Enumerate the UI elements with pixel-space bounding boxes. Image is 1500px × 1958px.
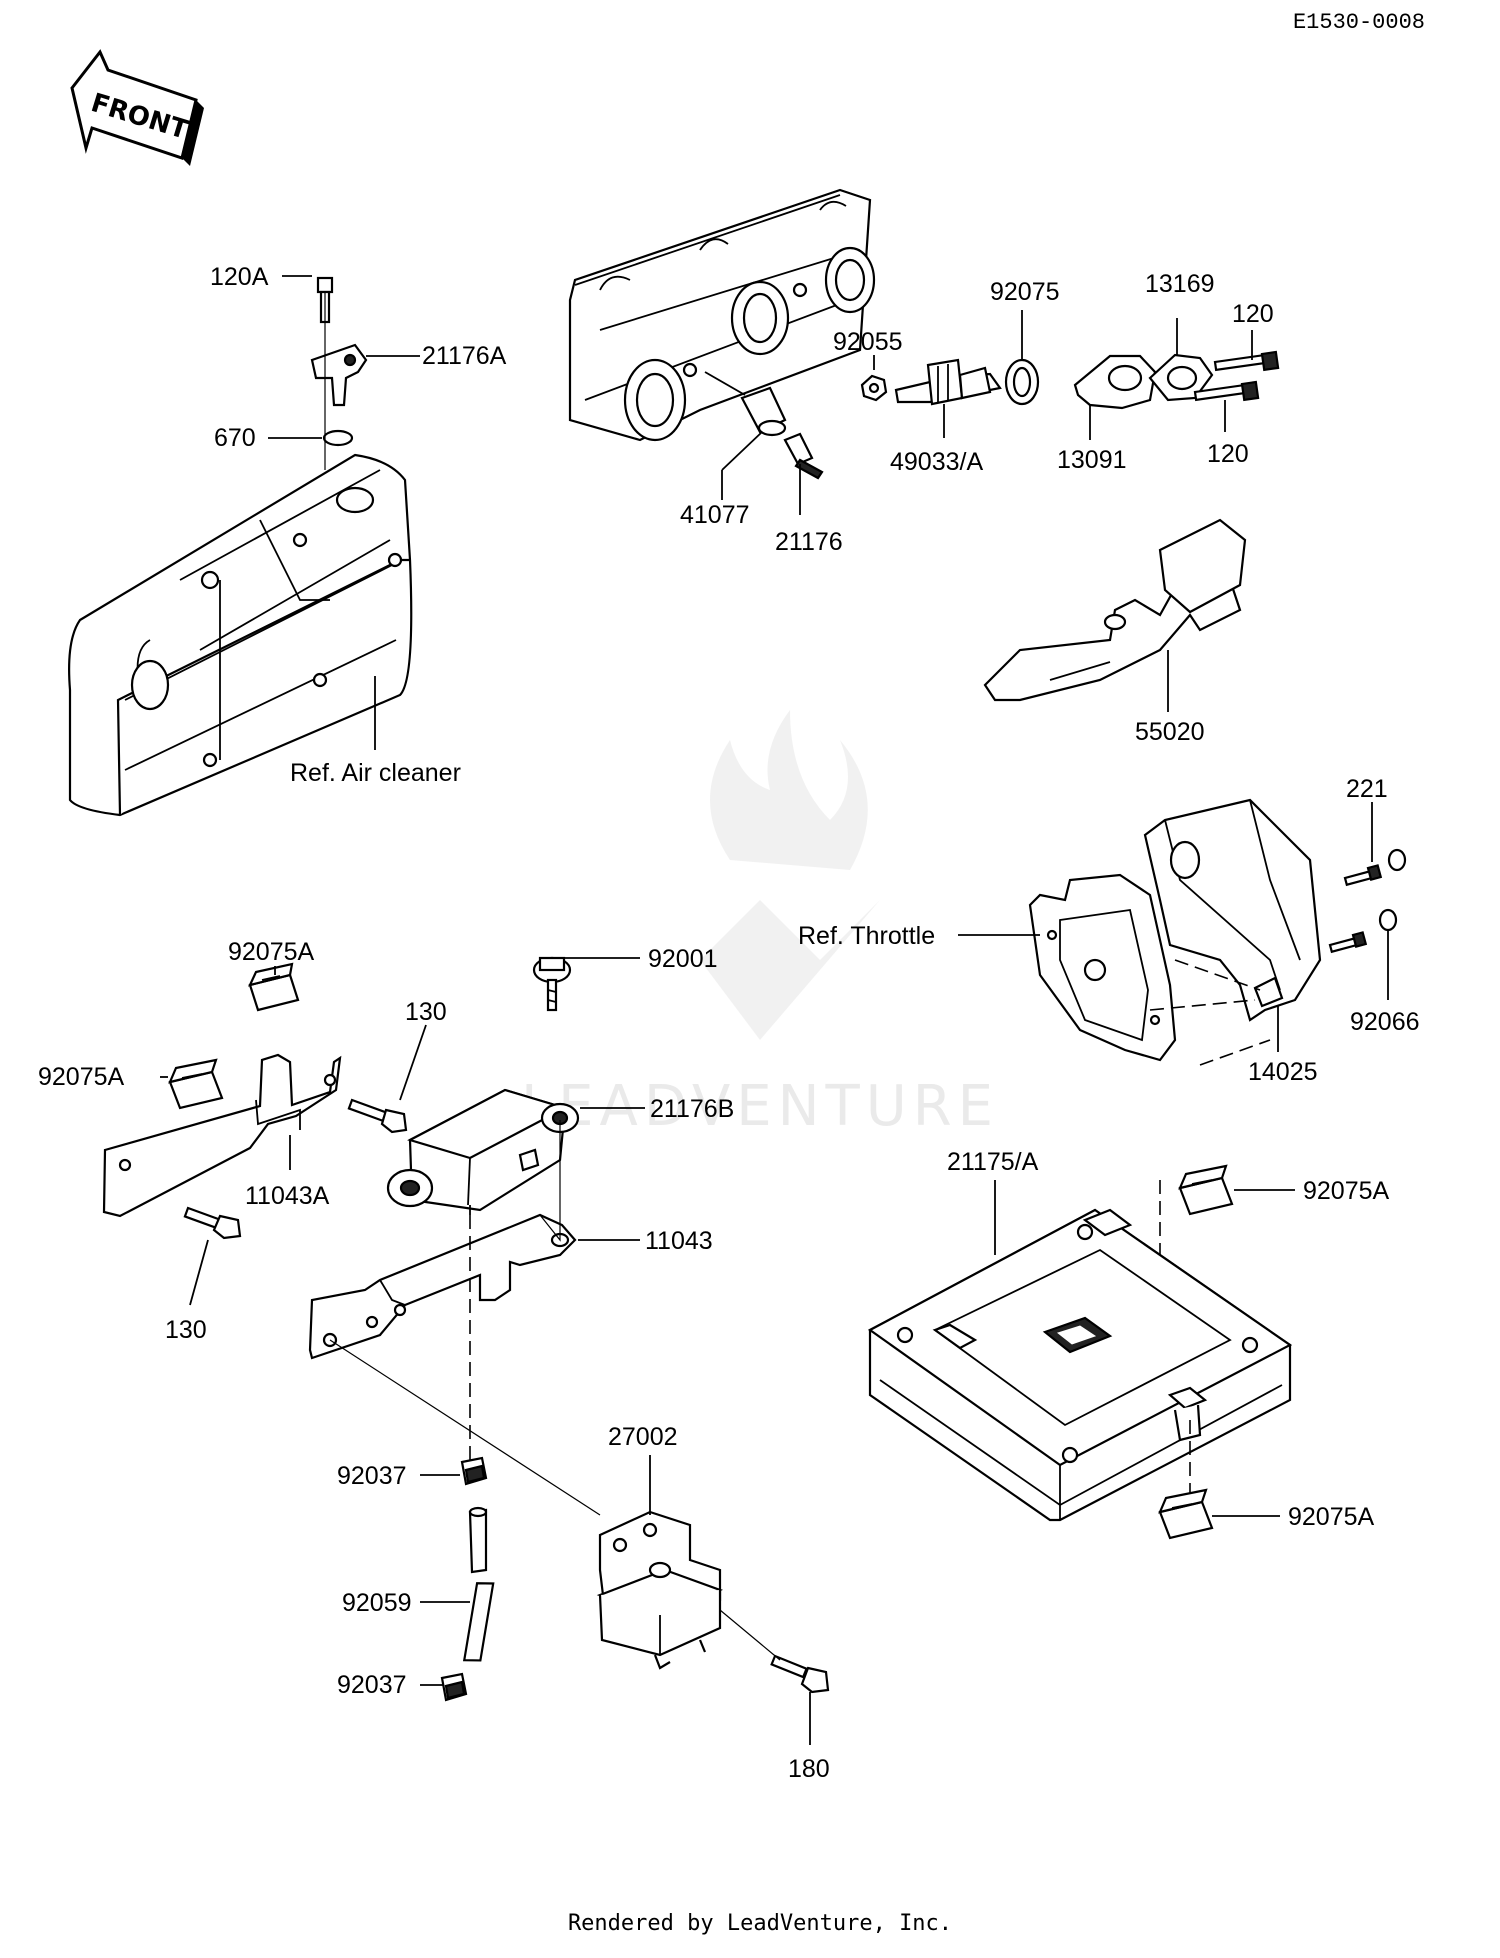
label-21175A: 21175/A — [947, 1148, 1039, 1176]
diagram-code: E1530-0008 — [1293, 10, 1425, 35]
bolt-180 — [770, 1654, 830, 1694]
label-13091: 13091 — [1057, 446, 1127, 474]
label-92075: 92075 — [990, 278, 1060, 306]
footer-credit: Rendered by LeadVenture, Inc. — [568, 1911, 952, 1936]
throttle-cover-assembly — [1028, 798, 1407, 1066]
injector-49033A — [894, 358, 1002, 406]
label-92037-top: 92037 — [337, 1462, 407, 1490]
bolt-120-upper — [1213, 350, 1280, 372]
sensor-module-21176B — [386, 1088, 580, 1215]
hose-92059 — [462, 1506, 495, 1662]
label-92037-bottom: 92037 — [337, 1671, 407, 1699]
label-11043A: 11043A — [245, 1182, 330, 1210]
label-120-bottom: 120 — [1207, 440, 1249, 468]
bolt-130-bottom — [183, 1206, 242, 1240]
label-92059: 92059 — [342, 1589, 412, 1617]
label-41077: 41077 — [680, 501, 750, 529]
label-ref-air-cleaner: Ref. Air cleaner — [290, 759, 461, 787]
holder-13091 — [1073, 354, 1157, 440]
connector-92075A-top — [248, 962, 300, 1012]
label-92075A-top: 92075A — [228, 938, 315, 966]
watermark-text: LEADVENTURE — [521, 1074, 999, 1139]
gasket-13169 — [1148, 353, 1214, 402]
label-120A: 120A — [210, 263, 269, 291]
label-21176A: 21176A — [422, 342, 507, 370]
label-11043: 11043 — [645, 1227, 713, 1255]
label-670: 670 — [214, 424, 256, 452]
bolt-92001 — [532, 956, 572, 1012]
connector-92075A-ecu-top — [1178, 1164, 1234, 1216]
front-arrow-icon: FRONT — [70, 49, 204, 166]
sensor-21176 — [783, 432, 824, 480]
label-55020: 55020 — [1135, 718, 1205, 746]
label-92055: 92055 — [833, 328, 903, 356]
label-27002: 27002 — [608, 1423, 678, 1451]
label-92001: 92001 — [648, 945, 718, 973]
label-21176: 21176 — [775, 528, 843, 556]
label-14025: 14025 — [1248, 1058, 1318, 1086]
nut-92055 — [860, 374, 888, 402]
label-120-top: 120 — [1232, 300, 1274, 328]
unit-27002 — [596, 1510, 724, 1670]
connector-92075A-ecu-bottom — [1158, 1488, 1214, 1540]
bolt-120-lower — [1193, 380, 1260, 402]
clamp-92037-top — [460, 1456, 488, 1486]
seal-92075 — [1004, 358, 1040, 406]
watermark: LEADVENTURE — [521, 710, 999, 1139]
adapter-41077 — [740, 386, 787, 437]
label-130-top: 130 — [405, 998, 447, 1026]
sensor-21176A — [310, 343, 368, 407]
intake-manifold — [568, 188, 876, 442]
label-92075A-ecu-bottom: 92075A — [1288, 1503, 1375, 1531]
air-cleaner-assembly — [68, 276, 413, 817]
bolt-130-top — [347, 1098, 408, 1134]
label-130-bottom: 130 — [165, 1316, 207, 1344]
ecu-logo-icon — [1042, 1316, 1113, 1354]
label-49033A: 49033/A — [890, 448, 983, 476]
label-92066: 92066 — [1350, 1008, 1420, 1036]
label-13169: 13169 — [1145, 270, 1215, 298]
clamp-92037-bottom — [440, 1672, 468, 1702]
bracket-11043A — [102, 1053, 342, 1218]
label-21176B: 21176B — [650, 1095, 734, 1123]
label-92075A-ecu-top: 92075A — [1303, 1177, 1390, 1205]
label-180: 180 — [788, 1755, 830, 1783]
label-221: 221 — [1346, 775, 1388, 803]
label-ref-throttle: Ref. Throttle — [798, 922, 935, 950]
o-ring-670 — [322, 429, 354, 447]
ecu-21175A — [867, 1180, 1293, 1522]
label-92075A-left: 92075A — [38, 1063, 125, 1091]
connector-92075A-left — [168, 1058, 224, 1110]
bracket-55020 — [983, 518, 1247, 712]
